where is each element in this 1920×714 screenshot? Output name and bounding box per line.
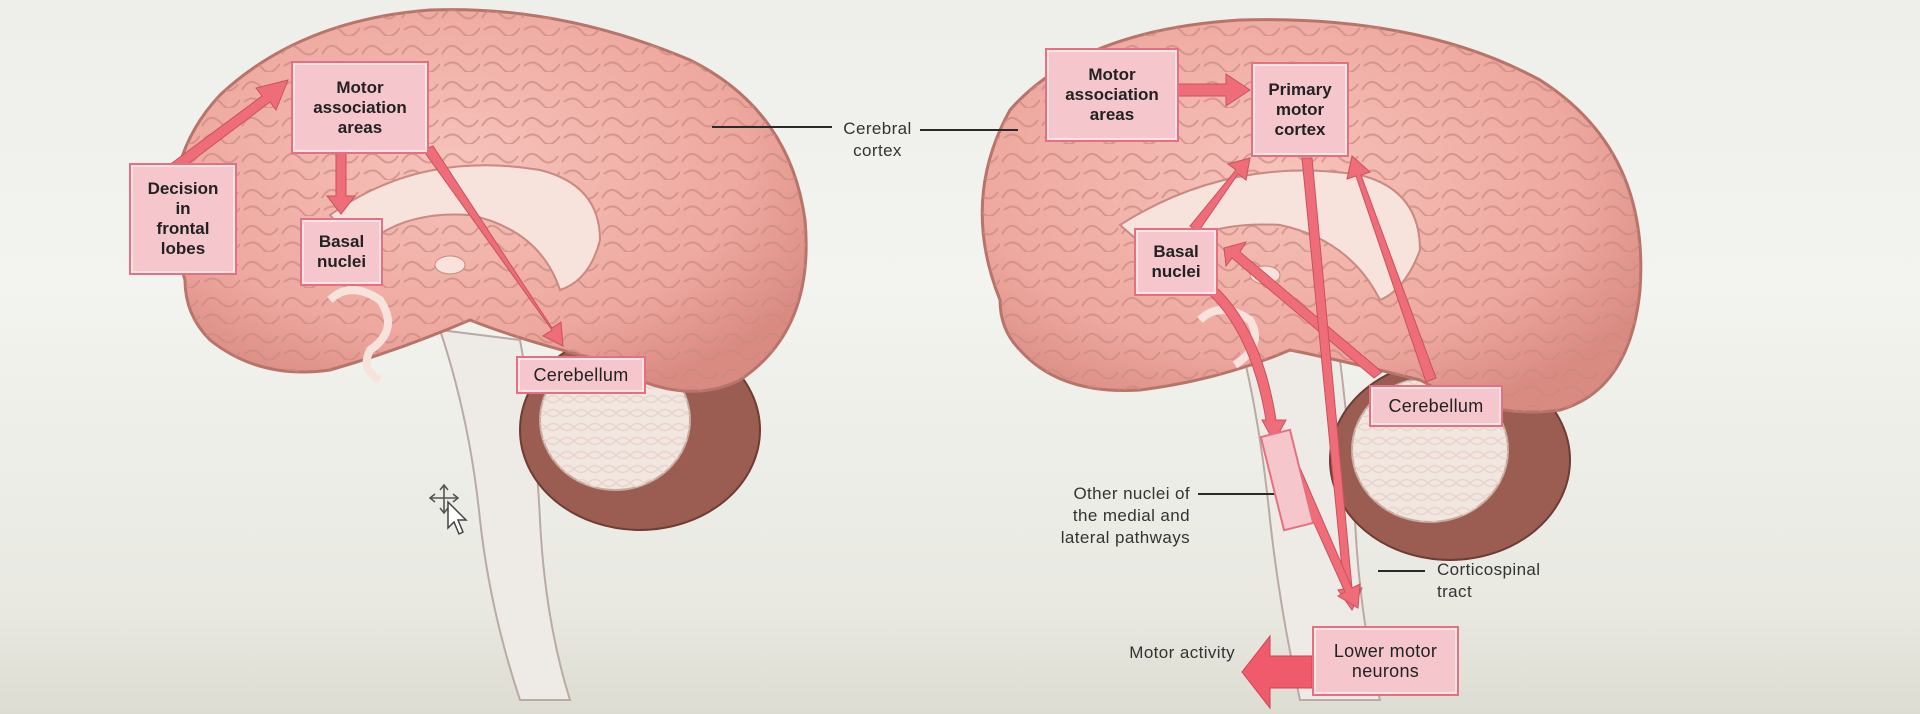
arrow-decision-to-motor-assoc xyxy=(171,79,289,171)
right-basal-line-2: nuclei xyxy=(1151,262,1201,281)
primary-line-3: cortex xyxy=(1274,119,1326,139)
decision-line-2: in xyxy=(175,199,191,218)
motor-activity-text: Motor activity xyxy=(1129,643,1235,662)
other-nuclei-bar xyxy=(1259,428,1315,532)
cerebral-cortex-line-1: Cerebral xyxy=(843,119,912,138)
decision-frontal-lobes-box: Decision in frontal lobes xyxy=(129,163,237,275)
right-cerebellum-box: Cerebellum xyxy=(1369,385,1503,427)
left-arrows xyxy=(171,79,564,347)
cerebral-cortex-line-2: cortex xyxy=(853,141,902,160)
primary-line-1: Primary xyxy=(1268,79,1332,99)
right-motor-assoc-line-1: Motor xyxy=(1088,65,1136,84)
other-nuclei-line-3: lateral pathways xyxy=(1060,528,1190,547)
arrow-motor-activity xyxy=(1241,634,1313,710)
left-cerebellum-box: Cerebellum xyxy=(516,356,646,394)
move-cursor-icon xyxy=(428,483,468,536)
other-nuclei-label: Other nuclei of the medial and lateral p… xyxy=(1010,483,1190,549)
arrow-cerebellum-basal xyxy=(1223,241,1383,379)
corticospinal-tract-label: Corticospinal tract xyxy=(1437,559,1577,603)
lower-motor-neurons-box: Lower motor neurons xyxy=(1312,626,1459,696)
right-basal-line-1: Basal xyxy=(1153,242,1199,261)
left-motor-assoc-line-2: association xyxy=(313,97,407,117)
primary-line-2: motor xyxy=(1275,99,1325,119)
other-nuclei-line-1: Other nuclei of xyxy=(1073,484,1190,503)
left-cerebellum-label: Cerebellum xyxy=(533,365,629,385)
cerebral-cortex-label: Cerebral cortex xyxy=(830,118,925,162)
arrow-cerebellum-to-primary xyxy=(1346,155,1437,383)
corticospinal-line-2: tract xyxy=(1437,582,1473,601)
lower-motor-line-2: neurons xyxy=(1351,661,1420,681)
arrow-basal-to-primary xyxy=(1189,157,1251,233)
decision-line-4: lobes xyxy=(160,239,206,258)
decision-line-3: frontal xyxy=(156,219,210,238)
left-motor-assoc-line-3: areas xyxy=(337,117,383,137)
left-motor-association-box: Motor association areas xyxy=(291,61,429,154)
other-nuclei-line-2: the medial and xyxy=(1072,506,1190,525)
lower-motor-line-1: Lower motor xyxy=(1333,641,1438,661)
right-motor-assoc-line-3: areas xyxy=(1089,105,1135,124)
leader-lines xyxy=(712,126,1425,572)
left-basal-line-2: nuclei xyxy=(316,252,367,271)
right-cerebellum-label: Cerebellum xyxy=(1388,396,1484,416)
decision-line-1: Decision xyxy=(147,179,219,198)
primary-motor-cortex-box: Primary motor cortex xyxy=(1251,62,1349,157)
arrow-motor-assoc-to-primary xyxy=(1177,73,1251,107)
right-motor-assoc-line-2: association xyxy=(1065,85,1159,104)
right-motor-association-box: Motor association areas xyxy=(1045,48,1179,142)
corticospinal-line-1: Corticospinal xyxy=(1437,560,1541,579)
arrow-motor-assoc-to-cerebellum xyxy=(422,145,564,347)
right-basal-nuclei-box: Basal nuclei xyxy=(1134,228,1218,296)
left-motor-assoc-line-1: Motor xyxy=(336,77,384,97)
motor-activity-label: Motor activity xyxy=(1060,642,1235,664)
left-basal-nuclei-box: Basal nuclei xyxy=(300,218,383,286)
left-brain xyxy=(171,8,808,701)
left-basal-line-1: Basal xyxy=(318,232,365,251)
right-arrows xyxy=(1177,73,1437,710)
arrow-motor-assoc-to-basal xyxy=(325,151,357,215)
